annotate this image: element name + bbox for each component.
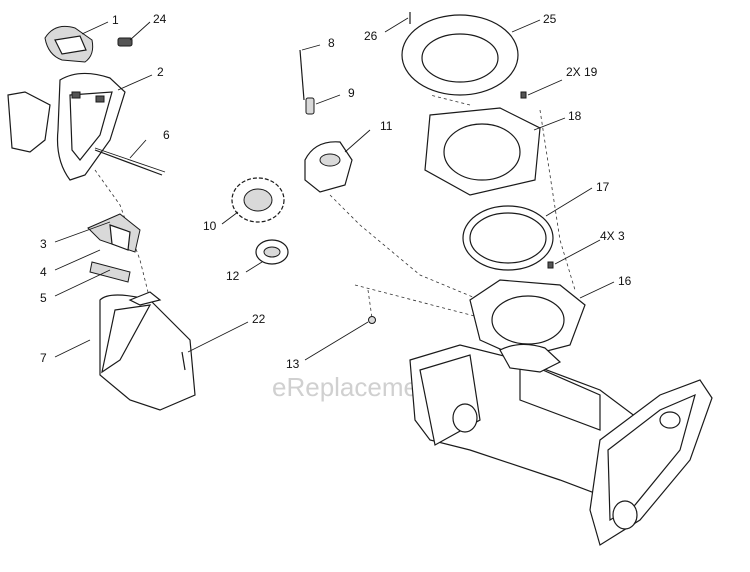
callout-10: 10 bbox=[203, 219, 217, 233]
part-7-lower-chute bbox=[99, 291, 196, 411]
callout-24: 24 bbox=[153, 12, 167, 26]
part-6-rod bbox=[7, 91, 166, 176]
callout-18: 18 bbox=[568, 109, 582, 123]
part-1-deflector-knob bbox=[44, 25, 94, 63]
callout-16: 16 bbox=[618, 274, 632, 288]
part-3-chute-bracket bbox=[87, 213, 141, 253]
callout-13: 13 bbox=[286, 357, 300, 371]
callout-1: 1 bbox=[112, 13, 119, 27]
callout-3: 3 bbox=[40, 237, 47, 251]
part-11-gear-box bbox=[304, 141, 353, 193]
part-2-deflector-housing bbox=[56, 72, 126, 181]
callout-22: 22 bbox=[252, 312, 266, 326]
part-12-ring bbox=[255, 239, 289, 265]
auger-housing bbox=[409, 343, 713, 546]
part-9-bushing bbox=[305, 97, 315, 115]
part-24-spring bbox=[117, 37, 133, 47]
callout-6: 6 bbox=[163, 128, 170, 142]
callout-4: 4 bbox=[40, 265, 47, 279]
part-22-pin bbox=[181, 351, 186, 371]
callout-4x3: 4X 3 bbox=[600, 229, 625, 243]
part-3-screws bbox=[547, 261, 554, 269]
part-25-top-ring bbox=[401, 14, 519, 96]
callout-8: 8 bbox=[328, 36, 335, 50]
callout-26: 26 bbox=[364, 29, 378, 43]
callout-12: 12 bbox=[226, 269, 240, 283]
callout-7: 7 bbox=[40, 351, 47, 365]
callout-25: 25 bbox=[543, 12, 557, 26]
callout-2: 2 bbox=[157, 65, 164, 79]
callout-11: 11 bbox=[380, 119, 393, 133]
part-10-gear bbox=[231, 177, 285, 223]
callout-9: 9 bbox=[348, 86, 355, 100]
callout-17: 17 bbox=[596, 180, 610, 194]
callout-5: 5 bbox=[40, 291, 47, 305]
part-5-shim-plate bbox=[89, 261, 131, 283]
part-19-bolts bbox=[520, 91, 527, 99]
callout-2x19: 2X 19 bbox=[566, 65, 598, 79]
part-16-chute-base bbox=[469, 279, 586, 359]
part-18-flange-plate bbox=[424, 107, 541, 196]
leader-lines bbox=[54, 17, 615, 361]
callout-labels: 1 24 2 6 3 4 5 7 22 8 9 11 10 12 13 26 2… bbox=[40, 12, 632, 371]
part-17-ring-gear bbox=[462, 205, 554, 271]
part-8-rod bbox=[299, 49, 305, 101]
part-13-nut bbox=[368, 316, 376, 324]
